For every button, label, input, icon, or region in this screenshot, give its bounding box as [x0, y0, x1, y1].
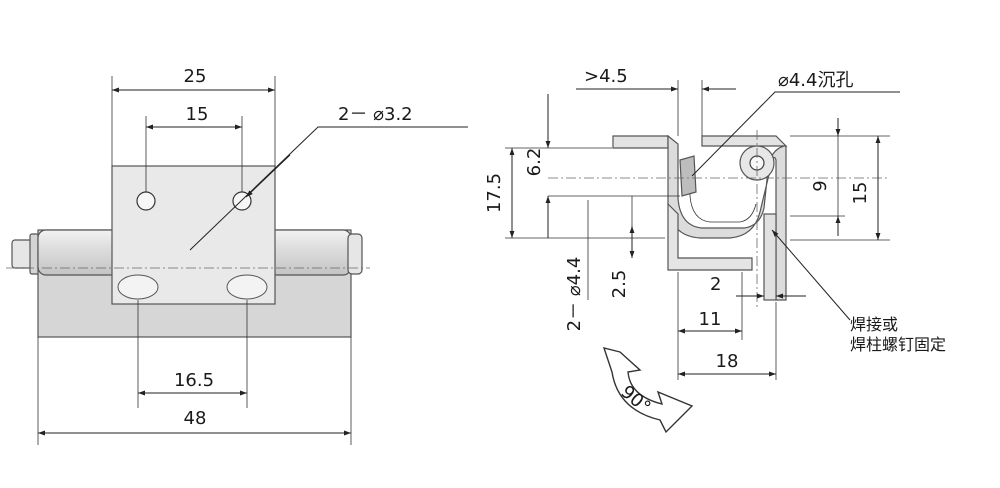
dim-label-9: 9 [810, 180, 831, 191]
side-view: >4.5 ⌀4.4沉孔 17.5 6.2 2－ ⌀4.4 2.5 2 11 18… [484, 66, 946, 434]
dim-label-17-5: 17.5 [484, 173, 505, 213]
weld-note-leader [771, 229, 851, 321]
dim-label-48: 48 [184, 408, 207, 429]
rotation-arrow-icon: 90° [602, 347, 694, 434]
dim-label-25: 25 [184, 66, 207, 87]
dim-label-16-5: 16.5 [174, 370, 214, 391]
front-view: 25 15 2－ ⌀3.2 16.5 48 [6, 66, 468, 445]
dim-label-2-5: 2.5 [609, 270, 630, 299]
hinge-pin-right [347, 233, 363, 275]
dim-label-11: 11 [699, 309, 722, 330]
flange-top-right [701, 135, 788, 147]
weld-note-line2: 焊柱螺钉固定 [850, 335, 946, 354]
dim-label-15-side: 15 [850, 182, 871, 205]
dim-label-6-2: 6.2 [524, 148, 545, 177]
counterbore-label: ⌀4.4沉孔 [778, 70, 853, 91]
dim-label-18: 18 [716, 351, 739, 372]
flange-top-left [612, 135, 669, 149]
slot-right [226, 274, 268, 300]
mounting-hole-left [136, 191, 156, 211]
counterbore-leader [691, 91, 900, 177]
weld-note-line1: 焊接或 [850, 315, 898, 334]
leaf-bottom-plate [667, 202, 753, 271]
hinge-body-profile [667, 134, 787, 301]
slot-left [117, 274, 159, 300]
hole-callout-label: 2－ ⌀3.2 [338, 104, 413, 125]
hole-callout-leader [189, 126, 468, 251]
leaf-right-vertical [763, 213, 777, 301]
dim-label-4-4: 2－ ⌀4.4 [564, 257, 585, 332]
dim-label-15: 15 [186, 104, 209, 125]
dim-label-gap: >4.5 [584, 66, 628, 87]
dim-label-2: 2 [710, 274, 721, 295]
counterbore [679, 155, 697, 197]
